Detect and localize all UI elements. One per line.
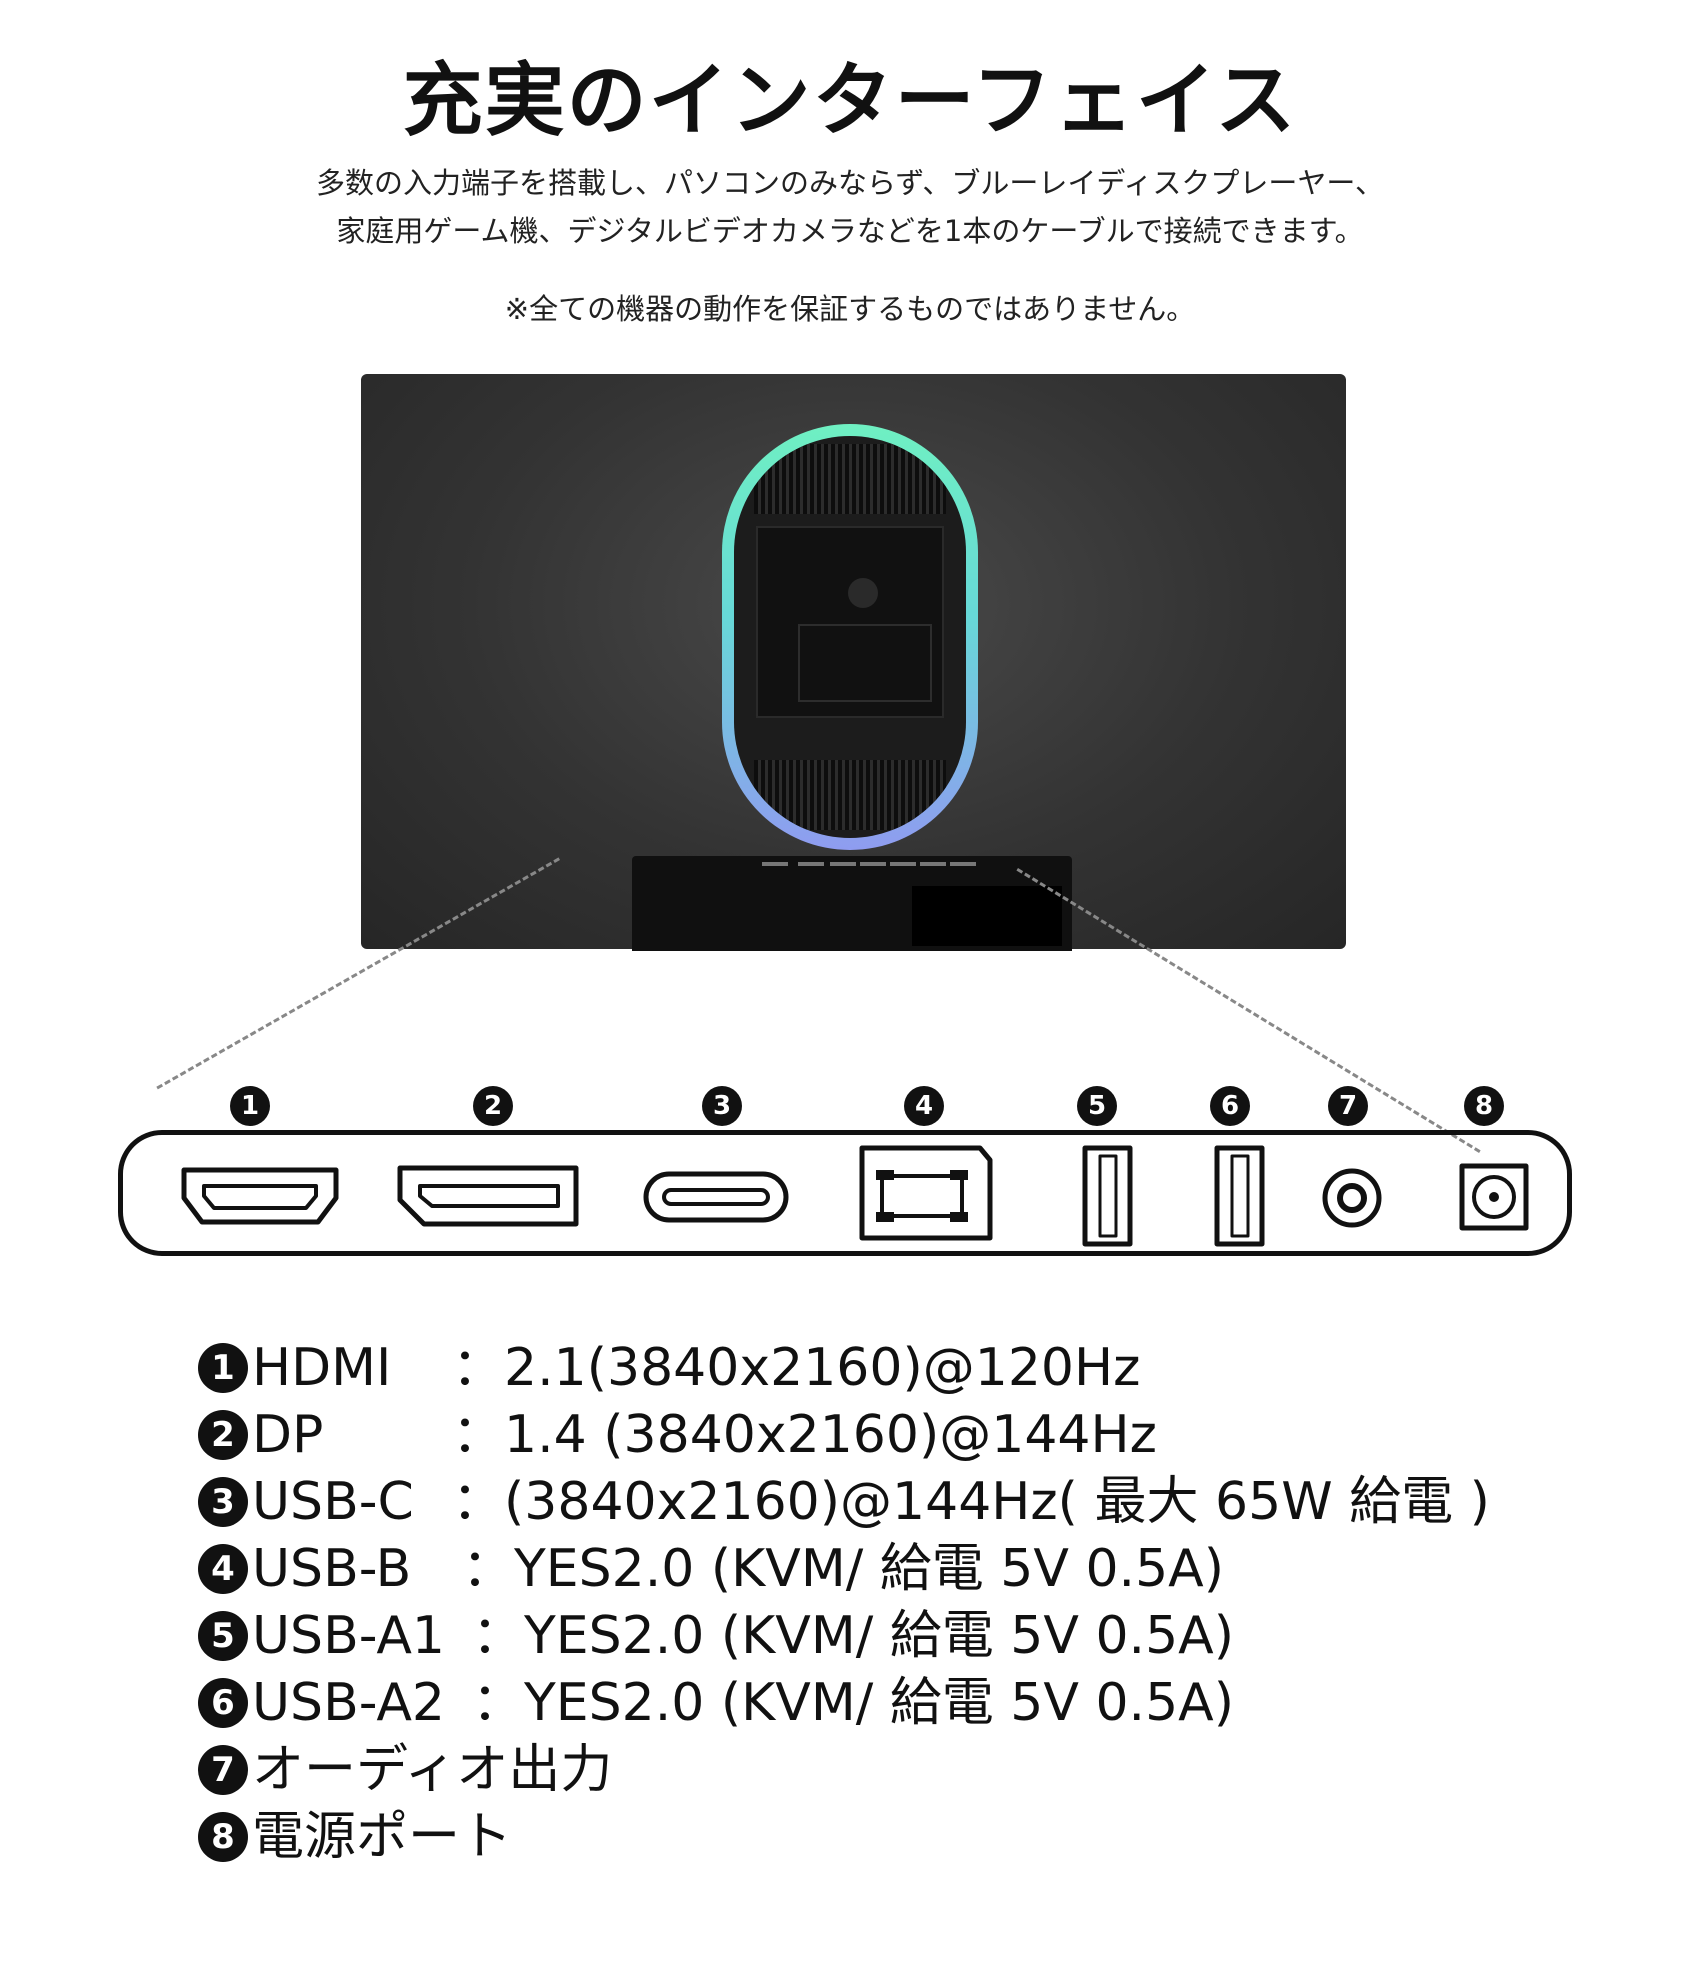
spec-separator: ： [472, 1673, 525, 1733]
usb-a-port-icon-2 [1214, 1145, 1265, 1247]
spec-number: 3 [198, 1477, 248, 1527]
spec-port-name: HDMI [252, 1338, 392, 1398]
port-number-3: 3 [702, 1086, 742, 1126]
spec-separator: ： [462, 1539, 515, 1599]
spec-detail: (3840x2160)@144Hz( 最大 65W 給電 ) [504, 1472, 1490, 1532]
disclaimer-note: ※全ての機器の動作を保証するものではありません。 [504, 292, 1196, 326]
spec-number: 8 [198, 1812, 248, 1862]
spec-separator: ： [472, 1606, 525, 1666]
spec-port-name: USB-B [252, 1539, 412, 1599]
top-vent [754, 444, 946, 514]
port-number-1: 1 [230, 1086, 270, 1126]
description-line-1: 多数の入力端子を搭載し、パソコンのみならず、ブルーレイディスクプレーヤー、 [315, 166, 1385, 200]
spec-separator: ： [452, 1338, 505, 1398]
spec-port-name: USB-A1 [252, 1606, 446, 1666]
page-title: 充実のインターフェイス [402, 54, 1298, 147]
spec-number: 6 [198, 1678, 248, 1728]
usb-b-port-icon [859, 1145, 993, 1241]
spec-separator: ： [452, 1472, 505, 1532]
spec-number: 4 [198, 1544, 248, 1594]
displayport-icon [397, 1165, 579, 1227]
port-number-4: 4 [904, 1086, 944, 1126]
spec-detail: YES2.0 (KVM/ 給電 5V 0.5A) [524, 1673, 1235, 1733]
spec-port-name: 電源ポート [252, 1807, 513, 1867]
port-number-7: 7 [1328, 1086, 1368, 1126]
spec-detail: YES2.0 (KVM/ 給電 5V 0.5A) [524, 1606, 1235, 1666]
port-recess [632, 856, 1072, 951]
spec-port-name: DP [252, 1405, 324, 1465]
spec-number: 5 [198, 1611, 248, 1661]
bottom-vent [754, 760, 946, 830]
port-number-2: 2 [473, 1086, 513, 1126]
port-number-8: 8 [1464, 1086, 1504, 1126]
usb-c-port-icon [643, 1171, 789, 1223]
port-number-6: 6 [1210, 1086, 1250, 1126]
dc-power-port-icon [1459, 1163, 1529, 1231]
hdmi-port-icon [181, 1167, 339, 1225]
spec-number: 7 [198, 1745, 248, 1795]
description-line-2: 家庭用ゲーム機、デジタルビデオカメラなどを1本のケーブルで接続できます。 [336, 214, 1364, 248]
vesa-mount [756, 526, 944, 718]
spec-port-name: USB-C [252, 1472, 414, 1532]
port-panel-diagram [118, 1130, 1572, 1256]
usb-a-port-icon-1 [1082, 1145, 1133, 1247]
spec-number: 1 [198, 1343, 248, 1393]
spec-detail: 1.4 (3840x2160)@144Hz [504, 1405, 1157, 1465]
spec-detail: YES2.0 (KVM/ 給電 5V 0.5A) [514, 1539, 1225, 1599]
spec-port-name: USB-A2 [252, 1673, 446, 1733]
port-label-strip [720, 862, 980, 876]
rgb-light-ring [722, 424, 978, 850]
port-number-5: 5 [1077, 1086, 1117, 1126]
spec-port-name: オーディオ出力 [252, 1740, 613, 1800]
spec-separator: ： [452, 1405, 505, 1465]
audio-jack-icon [1322, 1168, 1382, 1228]
spec-number: 2 [198, 1410, 248, 1460]
spec-detail: 2.1(3840x2160)@120Hz [504, 1338, 1141, 1398]
